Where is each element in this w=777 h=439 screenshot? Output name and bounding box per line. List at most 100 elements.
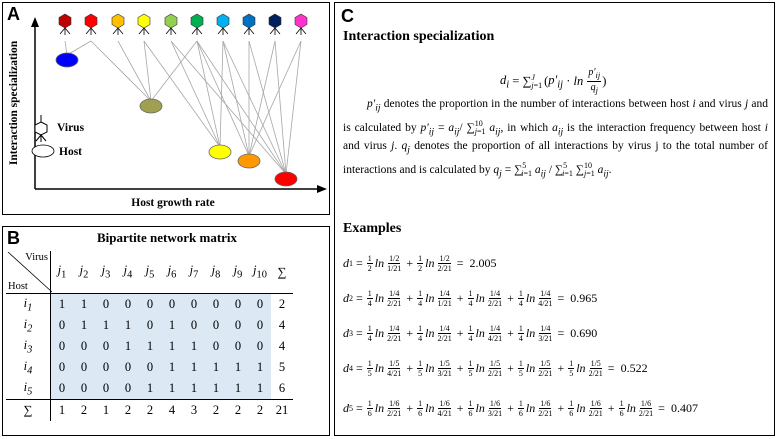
matrix-cell: 0 xyxy=(50,357,73,378)
virus-node xyxy=(216,13,230,35)
matrix-cell: 1 xyxy=(227,357,249,378)
interaction-edge xyxy=(219,40,224,148)
panel-a: A Interaction specialization Host growth… xyxy=(2,2,330,215)
matrix-cell: 1 xyxy=(161,315,183,336)
matrix-cell: 0 xyxy=(249,315,271,336)
host-node xyxy=(139,98,163,114)
interaction-edge xyxy=(196,40,250,157)
matrix-corner: Virus Host xyxy=(6,251,51,294)
panel-b: B Bipartite network matrix Virus Host j1… xyxy=(2,226,330,436)
legend-virus-label: Virus xyxy=(57,122,85,134)
col-sum: 2 xyxy=(256,403,264,417)
row-label: i1 xyxy=(6,293,51,315)
legend-virus-icon xyxy=(34,115,48,142)
bipartite-matrix: Virus Host j1 j2 j3 j4 j5 j6 j7 j8 j9 j1… xyxy=(6,251,293,421)
panel-a-label: A xyxy=(7,4,20,24)
interaction-edge xyxy=(170,40,221,148)
col-sum: 2 xyxy=(124,403,132,417)
col-header: j7 xyxy=(183,251,205,294)
matrix-cell: 0 xyxy=(50,315,73,336)
matrix-cell: 1 xyxy=(73,315,95,336)
interaction-edge xyxy=(170,40,287,175)
interaction-edge xyxy=(222,40,250,157)
interaction-edge xyxy=(222,40,287,175)
examples-title: Examples xyxy=(343,221,402,236)
virus-node xyxy=(58,13,72,35)
matrix-cell: 1 xyxy=(249,357,271,378)
sum-header: ∑ xyxy=(271,251,293,294)
col-header: j3 xyxy=(95,251,117,294)
example-result: 0.965 xyxy=(570,291,598,305)
row-sum: 2 xyxy=(278,297,286,311)
col-header: j2 xyxy=(73,251,95,294)
matrix-cell: 1 xyxy=(249,378,271,400)
col-header: j4 xyxy=(117,251,139,294)
matrix-cell: 1 xyxy=(161,357,183,378)
matrix-cell: 1 xyxy=(205,357,227,378)
interaction-edge xyxy=(143,40,221,148)
matrix-cell: 0 xyxy=(117,357,139,378)
matrix-cell: 1 xyxy=(117,336,139,357)
matrix-cell: 0 xyxy=(139,293,161,315)
matrix-cell: 0 xyxy=(139,357,161,378)
col-sum: 4 xyxy=(168,403,176,417)
matrix-cell: 1 xyxy=(50,293,73,315)
sum-row-label: ∑ xyxy=(6,399,51,421)
grand-total: 21 xyxy=(275,403,289,417)
matrix-cell: 0 xyxy=(227,336,249,357)
virus-node xyxy=(137,13,151,35)
matrix-cell: 1 xyxy=(73,293,95,315)
matrix-cell: 0 xyxy=(227,293,249,315)
matrix-cell: 0 xyxy=(205,315,227,336)
interaction-edge xyxy=(117,40,152,102)
matrix-cell: 1 xyxy=(227,378,249,400)
matrix-cell: 0 xyxy=(161,293,183,315)
interaction-edge xyxy=(196,40,221,148)
interaction-edge xyxy=(66,40,92,56)
matrix-cell: 1 xyxy=(95,315,117,336)
virus-node xyxy=(164,13,178,35)
row-sum: 5 xyxy=(278,360,286,374)
col-sum: 1 xyxy=(58,403,66,417)
host-node xyxy=(237,153,261,169)
example-result: 0.690 xyxy=(570,326,598,340)
col-header: j9 xyxy=(227,251,249,294)
matrix-cell: 0 xyxy=(183,315,205,336)
corner-virus-label: Virus xyxy=(25,252,48,263)
y-axis-arrow xyxy=(31,17,39,27)
matrix-cell: 1 xyxy=(161,378,183,400)
col-sum: 2 xyxy=(146,403,154,417)
example-result: 0.407 xyxy=(670,401,698,415)
panel-c-label: C xyxy=(341,6,354,26)
col-header: j8 xyxy=(205,251,227,294)
x-axis-arrow xyxy=(317,185,327,193)
virus-node xyxy=(242,13,256,35)
matrix-cell: 1 xyxy=(183,336,205,357)
col-header: j6 xyxy=(161,251,183,294)
interaction-edge xyxy=(274,40,287,175)
matrix-cell: 0 xyxy=(117,378,139,400)
host-node xyxy=(55,52,79,68)
col-sum: 1 xyxy=(102,403,110,417)
virus-node xyxy=(84,13,98,35)
row-sum: 6 xyxy=(271,378,293,400)
matrix-cell: 1 xyxy=(183,357,205,378)
row-label: i2 xyxy=(6,315,51,336)
matrix-cell: 0 xyxy=(205,336,227,357)
matrix-cell: 0 xyxy=(50,378,73,400)
virus-node xyxy=(190,13,204,35)
row-sum: 4 xyxy=(278,318,286,332)
virus-node xyxy=(294,13,308,35)
interaction-edge xyxy=(285,40,302,175)
interaction-edge xyxy=(150,40,198,102)
example-result: 0.522 xyxy=(620,361,648,375)
matrix-cell: 0 xyxy=(249,336,271,357)
matrix-cell: 0 xyxy=(95,336,117,357)
row-label: i4 xyxy=(6,357,51,378)
matrix-cell: 0 xyxy=(95,378,117,400)
